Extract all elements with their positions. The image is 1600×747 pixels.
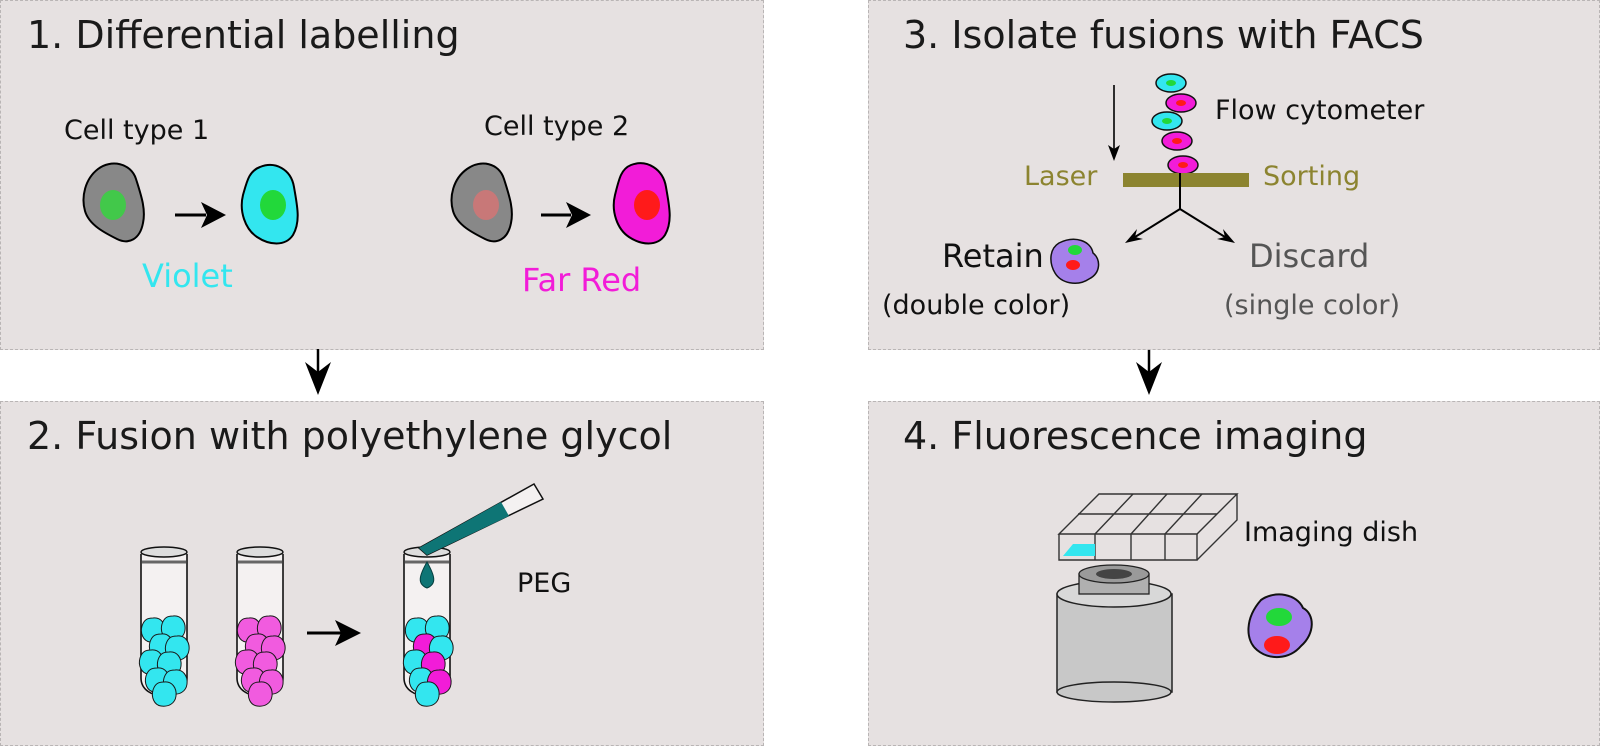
- retain-note: (double color): [882, 290, 1071, 321]
- fused-cell-imaged: [1247, 593, 1313, 658]
- cell-type-2-label: Cell type 2: [484, 111, 630, 142]
- fusion-illustration: [138, 482, 545, 707]
- imaging-illustration: [1056, 493, 1313, 703]
- fused-cell-retained: [1050, 238, 1100, 285]
- violet-dye-label: Violet: [142, 257, 233, 295]
- violet-labelled-cell: [240, 164, 299, 245]
- peg-drop: [419, 560, 435, 589]
- retain-label: Retain: [942, 237, 1044, 275]
- panel-imaging: 4. Fluorescence imaging Imaging dish: [868, 401, 1600, 746]
- sorting-split-arrows: [1125, 173, 1235, 243]
- panel-fusion-peg: 2. Fusion with polyethylene glycol PEG: [0, 401, 764, 746]
- cell-stream: [1151, 73, 1199, 175]
- unlabelled-cell-1: [82, 162, 145, 243]
- flow-cytometer-label: Flow cytometer: [1215, 95, 1425, 126]
- panel-1-title: 1. Differential labelling: [27, 13, 460, 57]
- discard-note: (single color): [1224, 290, 1401, 321]
- tube-magenta-cells: [234, 546, 286, 707]
- panel-2-title: 2. Fusion with polyethylene glycol: [27, 414, 673, 458]
- labelling-illustration: [82, 162, 671, 245]
- peg-label: PEG: [517, 568, 572, 599]
- panel-facs: 3. Isolate fusions with FACS Flow cytome…: [868, 0, 1600, 350]
- laser-label: Laser: [1024, 161, 1098, 192]
- facs-illustration: [1050, 73, 1249, 285]
- imaging-dish-label: Imaging dish: [1244, 517, 1419, 548]
- cell-type-1-label: Cell type 1: [64, 115, 210, 146]
- arrow-to-peg-tube: [307, 620, 361, 646]
- panel-differential-labelling: 1. Differential labelling Cell type 1 Ce…: [0, 0, 764, 350]
- flow-direction-arrow: [1108, 85, 1120, 161]
- panel-4-title: 4. Fluorescence imaging: [903, 414, 1368, 458]
- arrow-2: [541, 202, 591, 228]
- down-arrow-1-to-2: [305, 349, 331, 395]
- down-arrow-3-to-4: [1136, 349, 1162, 395]
- unlabelled-cell-2: [450, 162, 513, 243]
- far-red-labelled-cell: [612, 162, 671, 245]
- discard-label: Discard: [1249, 237, 1370, 275]
- microscope-objective: [1056, 564, 1173, 703]
- laser-bar: [1123, 173, 1249, 187]
- far-red-dye-label: Far Red: [522, 261, 642, 299]
- sorting-label: Sorting: [1263, 161, 1361, 192]
- imaging-dish: [1057, 493, 1239, 561]
- arrow-1: [175, 202, 226, 228]
- tube-cyan-cells: [138, 546, 190, 707]
- pipette: [417, 482, 545, 556]
- panel-3-title: 3. Isolate fusions with FACS: [903, 13, 1424, 57]
